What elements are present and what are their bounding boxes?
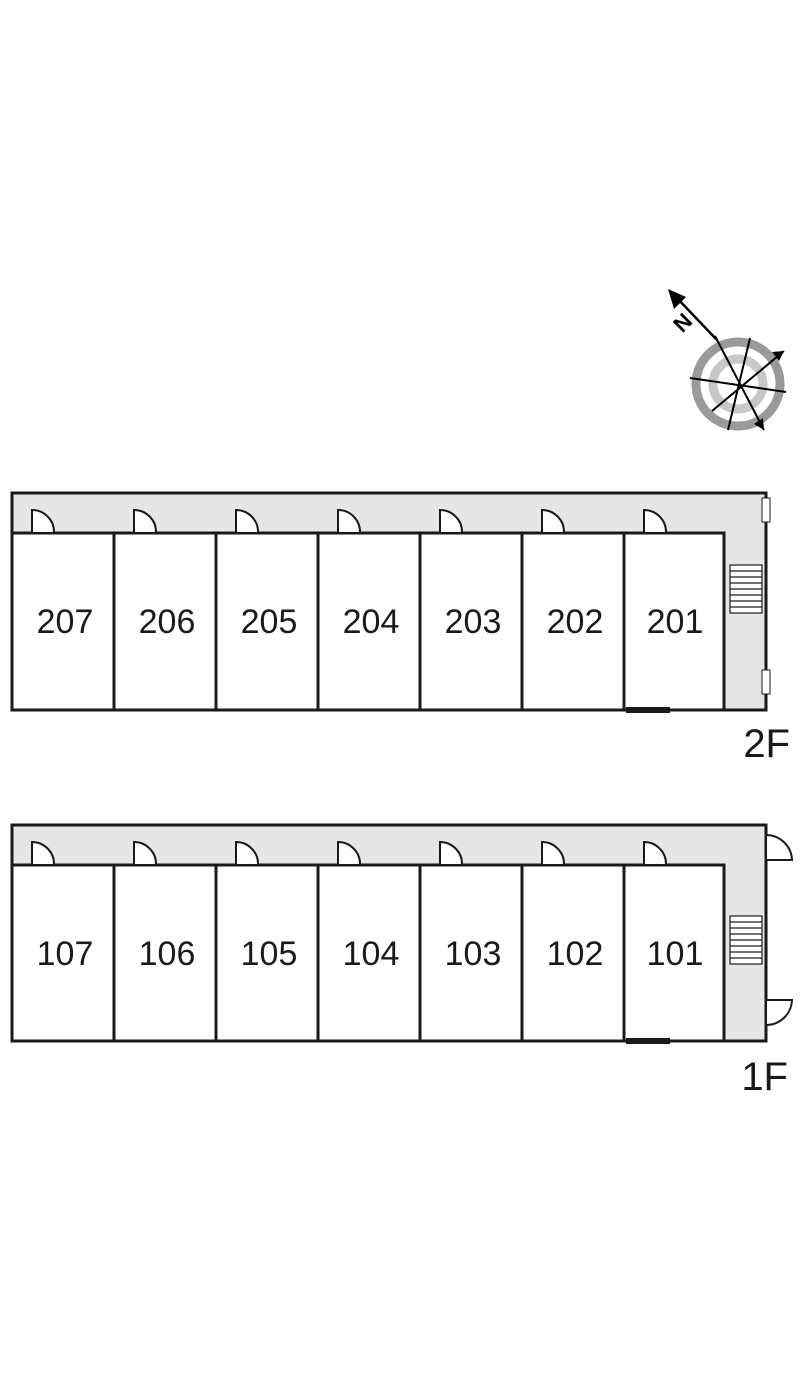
room-label: 101	[647, 935, 704, 973]
room-label: 206	[139, 603, 196, 641]
room-label: 103	[445, 935, 502, 973]
room-label: 106	[139, 935, 196, 973]
floor-label-1f: 1F	[741, 1055, 788, 1099]
room-label: 104	[343, 935, 400, 973]
room-label: 102	[547, 935, 604, 973]
room-label: 203	[445, 603, 502, 641]
floor-label-2f: 2F	[743, 722, 790, 766]
room-label: 201	[647, 603, 704, 641]
room-label: 207	[37, 603, 94, 641]
room-label: 205	[241, 603, 298, 641]
room-label: 204	[343, 603, 400, 641]
compass-icon: N	[668, 289, 787, 431]
room-label: 105	[241, 935, 298, 973]
floor-1f: 107 106 105 104 103 102 101 1F	[10, 823, 794, 1099]
room-label: 107	[37, 935, 94, 973]
floor-2f: 207 206 205 204 203 202 201 2F	[10, 491, 790, 766]
north-label: N	[668, 308, 697, 337]
room-label: 202	[547, 603, 604, 641]
